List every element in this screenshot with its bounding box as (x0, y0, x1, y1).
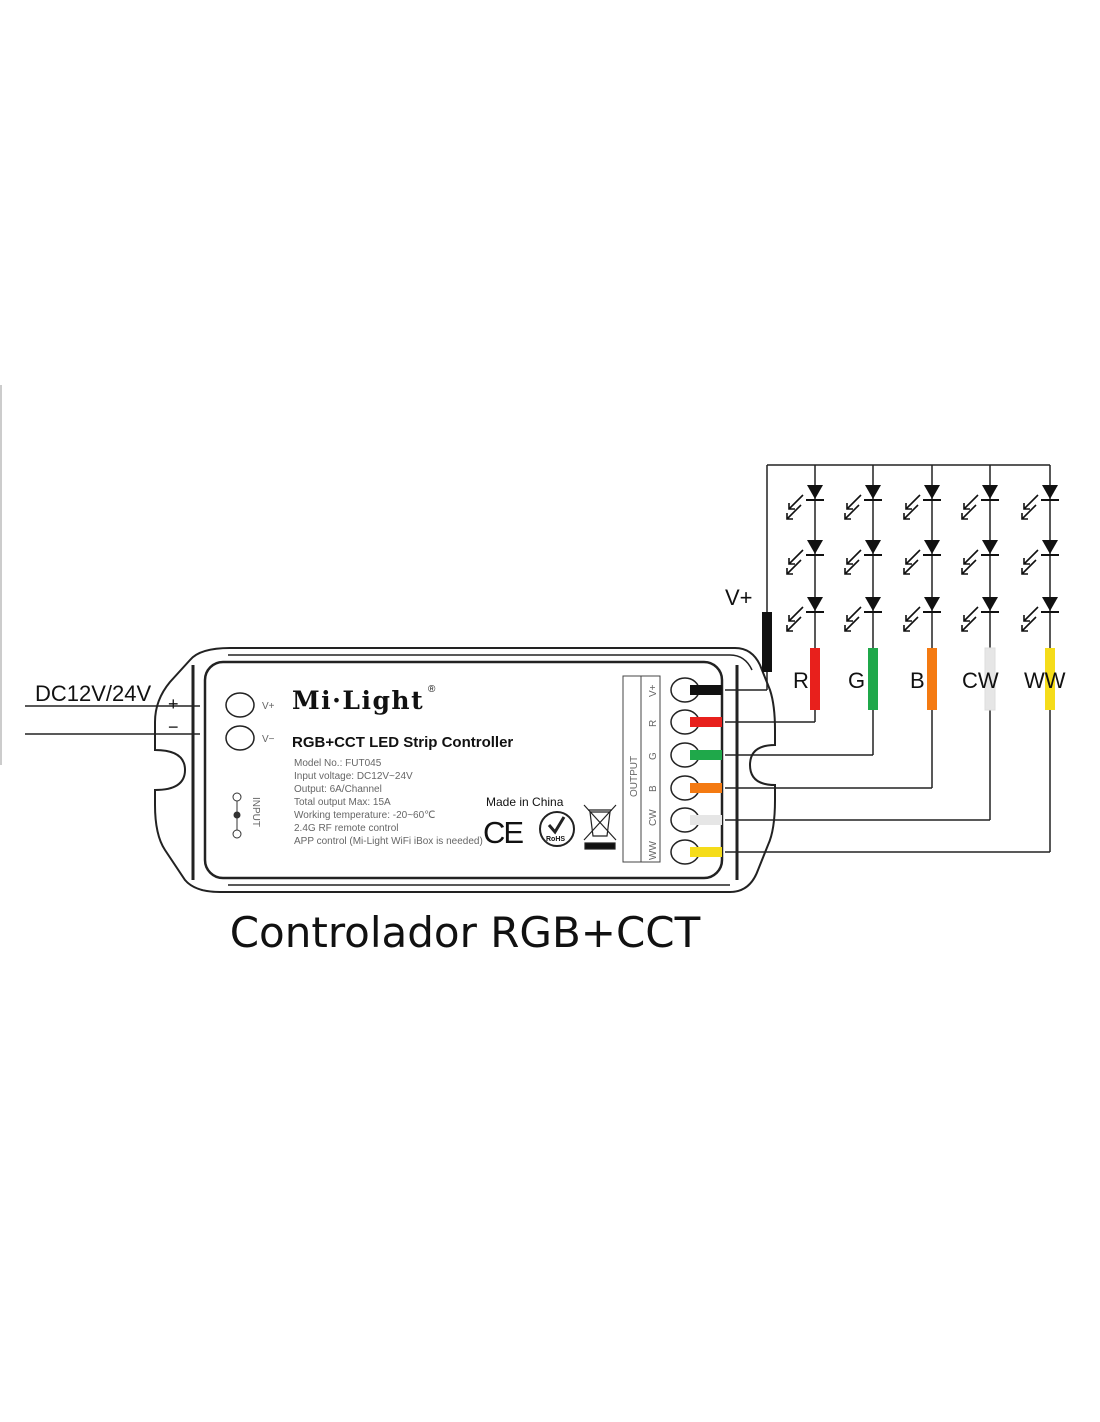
led-diode-icon (1042, 597, 1058, 611)
light-emission-icon (961, 549, 979, 575)
channel-label: R (793, 668, 809, 693)
minus-label: − (168, 717, 179, 737)
spec-line: APP control (Mi-Light WiFi iBox is neede… (294, 836, 483, 847)
led-diode-icon (807, 597, 823, 611)
light-emission-icon (786, 494, 804, 520)
terminal-wire (690, 847, 722, 857)
light-emission-icon (844, 494, 862, 520)
channel-label: WW (1024, 668, 1066, 693)
light-emission-icon (786, 549, 804, 575)
spec-line: Model No.: FUT045 (294, 758, 382, 769)
led-diode-icon (982, 597, 998, 611)
light-emission-icon (786, 606, 804, 632)
spec-line: Input voltage: DC12V~24V (294, 771, 413, 782)
spec-line: Working temperature: -20~60℃ (294, 810, 435, 821)
channel-wire-segment (868, 648, 878, 710)
input-wires: DC12V/24V + − (25, 681, 200, 737)
rohs-icon: RoHS (539, 811, 575, 847)
led-diode-icon (1042, 540, 1058, 554)
dc-jack-icon (232, 792, 242, 839)
light-emission-icon (961, 494, 979, 520)
led-diode-icon (924, 485, 940, 499)
power-terminals: V+ V− INPUT (225, 692, 275, 839)
spec-line: Output: 6A/Channel (294, 784, 382, 795)
light-emission-icon (903, 549, 921, 575)
channel-label: B (910, 668, 925, 693)
channel-wire-segment (1045, 648, 1055, 710)
vplus-text: V+ (262, 701, 275, 712)
spec-list: Model No.: FUT045 Input voltage: DC12V~2… (294, 758, 483, 847)
terminal-label: B (648, 785, 659, 792)
controller-housing (154, 647, 776, 893)
led-diode-icon (865, 540, 881, 554)
terminal-wire (690, 750, 722, 760)
terminal-wire (690, 815, 722, 825)
channel-label: CW (962, 668, 999, 693)
ce-mark: CE (483, 815, 523, 850)
terminal-label: WW (648, 841, 659, 860)
registered-mark: ® (428, 684, 436, 695)
caption: Controlador RGB+CCT (230, 908, 701, 957)
light-emission-icon (1021, 494, 1039, 520)
input-label: INPUT (250, 797, 261, 827)
vminus-terminal (225, 725, 255, 751)
led-diode-icon (924, 597, 940, 611)
led-diode-icon (807, 540, 823, 554)
output-label: OUTPUT (629, 756, 640, 797)
rohs-text: RoHS (546, 836, 565, 843)
vplus-wire-segment (762, 612, 772, 672)
weee-bin-icon (583, 804, 617, 850)
light-emission-icon (961, 606, 979, 632)
led-strip: R G B CW WW (725, 464, 1066, 853)
led-diode-icon (924, 540, 940, 554)
channel-label: G (848, 668, 865, 693)
vplus-terminal (225, 692, 255, 718)
output-terminals (670, 677, 722, 865)
light-emission-icon (903, 494, 921, 520)
input-voltage-label: DC12V/24V (35, 681, 152, 706)
led-diode-icon (865, 597, 881, 611)
led-diode-icon (982, 485, 998, 499)
output-label-box: OUTPUT V+ R G B CW WW (622, 675, 661, 863)
light-emission-icon (1021, 549, 1039, 575)
terminal-label: G (648, 752, 659, 760)
brand-logo: Mi·Light (292, 686, 424, 715)
light-emission-icon (844, 549, 862, 575)
terminal-label: V+ (648, 684, 659, 697)
plus-label: + (168, 694, 179, 714)
vminus-text: V− (262, 734, 275, 745)
light-emission-icon (1021, 606, 1039, 632)
strip-vplus-label: V+ (725, 585, 753, 610)
led-diode-icon (1042, 485, 1058, 499)
made-in-china: Made in China (486, 795, 564, 809)
spec-line: Total output Max: 15A (294, 797, 391, 808)
spec-line: 2.4G RF remote control (294, 823, 398, 834)
channel-wire-segment (984, 647, 996, 711)
terminal-label: CW (648, 809, 659, 826)
channel-wire-segment (927, 648, 937, 710)
channel-wire-segment (810, 648, 820, 710)
terminal-label: R (648, 720, 659, 727)
led-diode-icon (982, 540, 998, 554)
light-emission-icon (844, 606, 862, 632)
light-emission-icon (903, 606, 921, 632)
terminal-wire (690, 717, 722, 727)
device-title: RGB+CCT LED Strip Controller (292, 734, 513, 751)
terminal-wire (690, 783, 722, 793)
led-diode-icon (865, 485, 881, 499)
led-diode-icon (807, 485, 823, 499)
terminal-wire (690, 685, 722, 695)
